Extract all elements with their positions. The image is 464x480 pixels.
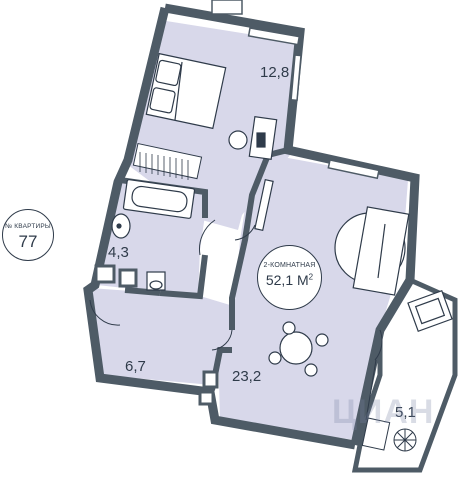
apartment-number: 77	[18, 232, 38, 251]
radiator-icon	[361, 417, 391, 451]
hall-floor	[90, 288, 232, 385]
sink-icon	[111, 213, 131, 239]
bathtub-icon	[122, 179, 196, 219]
desk-icon	[248, 115, 278, 161]
apartment-number-label: № КВАРТИРЫ	[5, 223, 51, 230]
windows	[211, 0, 380, 180]
hall-area: 6,7	[125, 358, 146, 375]
living-room-area: 23,2	[232, 368, 262, 385]
toilet-icon	[146, 271, 166, 291]
bed-icon	[145, 52, 227, 130]
unit-area-sup: 2	[308, 272, 314, 282]
chair-icon	[228, 130, 248, 150]
bedroom-area: 12,8	[260, 64, 290, 81]
unit-area-value: 52,1 М	[265, 272, 309, 288]
watermark: ЦИАН	[332, 393, 435, 431]
round-table-icon	[268, 321, 329, 377]
armchair-icon	[407, 289, 453, 333]
apartment-number-badge: № КВАРТИРЫ 77	[2, 209, 54, 261]
shafts	[94, 264, 219, 406]
unit-info-badge: 2-КОМНАТНАЯ 52,1 М2	[257, 245, 322, 310]
balcony-area: 5,1	[395, 404, 416, 421]
sofa-icon	[334, 206, 410, 296]
unit-area: 52,1 М2	[258, 272, 321, 288]
tv-icon	[254, 179, 274, 231]
plant-icon	[393, 428, 417, 452]
bathroom-area: 4,3	[108, 244, 129, 261]
unit-type: 2-КОМНАТНАЯ	[263, 262, 316, 269]
wardrobe-icon	[132, 142, 203, 180]
door-swing-icon	[89, 219, 383, 421]
